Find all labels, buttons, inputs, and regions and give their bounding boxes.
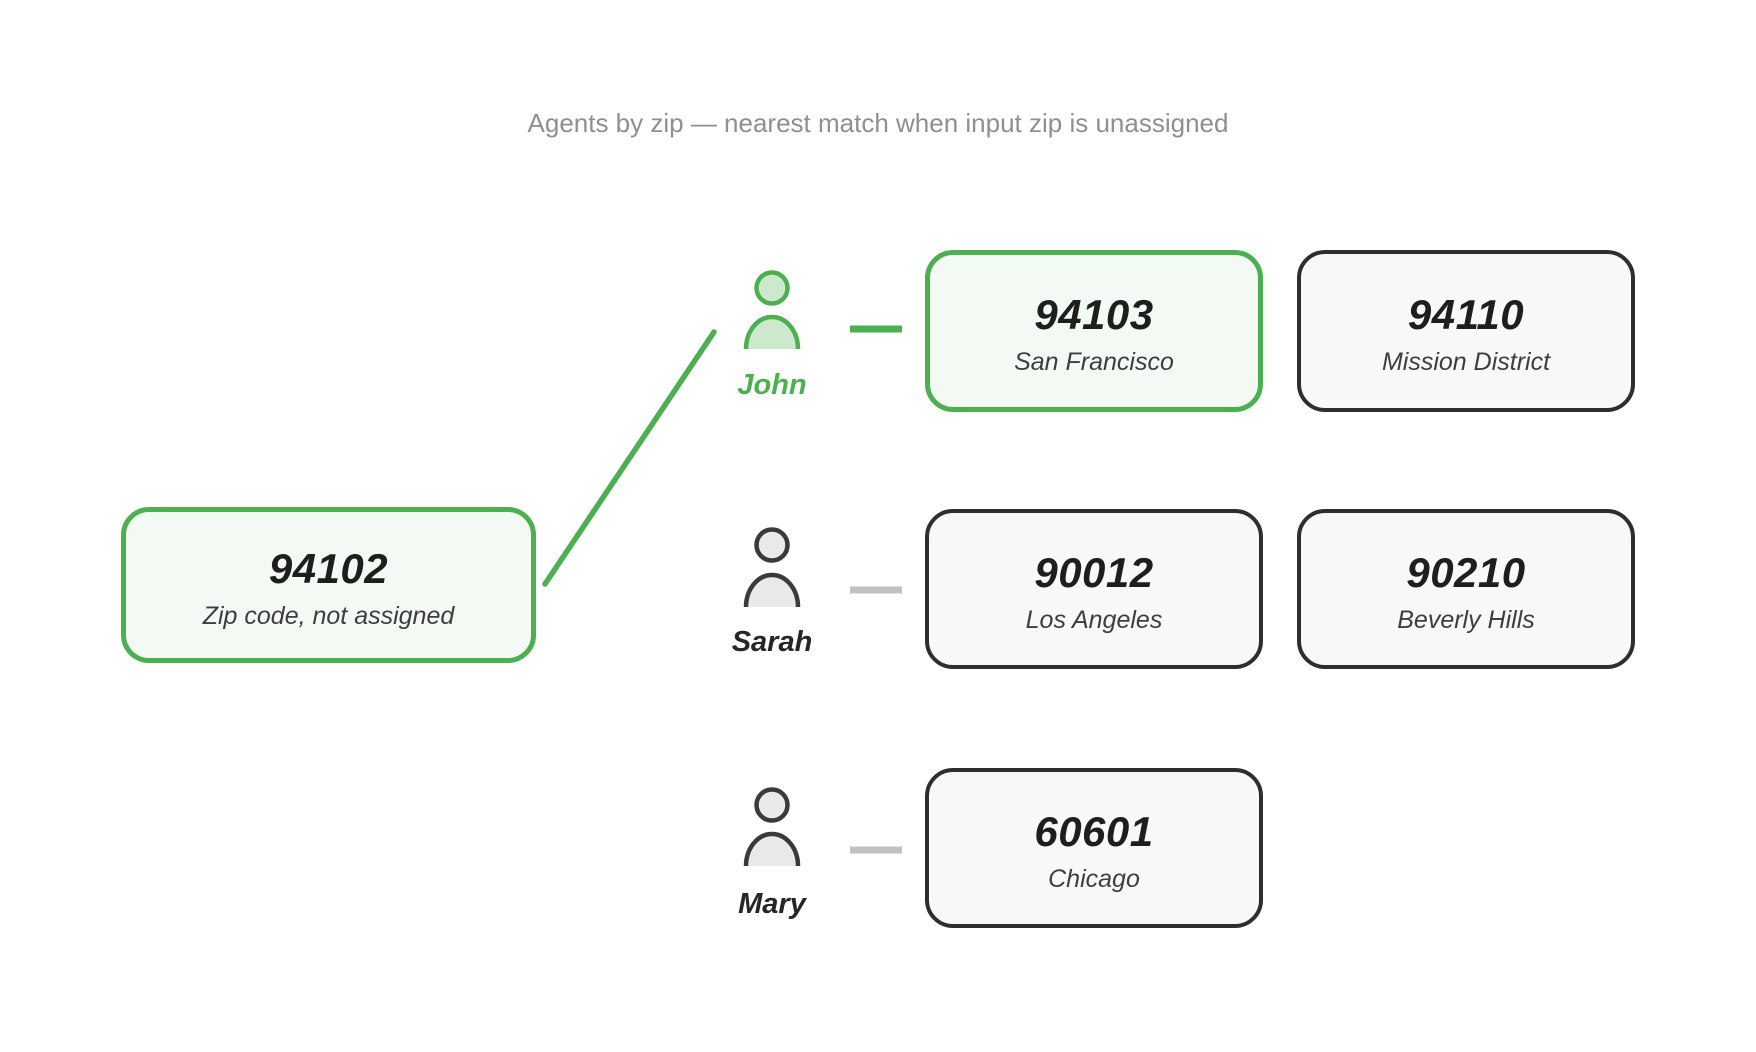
zip-node-94110: 94110 Mission District xyxy=(1297,250,1635,412)
mary-avatar-body xyxy=(743,831,801,867)
zip-node-94103: 94103 San Francisco xyxy=(925,250,1263,412)
zip-city: San Francisco xyxy=(1014,347,1174,376)
agent-name-mary: Mary xyxy=(738,888,806,920)
zip-city: Los Angeles xyxy=(1025,605,1163,634)
zip-city: Beverly Hills xyxy=(1397,605,1535,634)
zip-code: 94110 xyxy=(1407,290,1525,338)
agent-name-sarah: Sarah xyxy=(731,626,813,658)
john-avatar-head xyxy=(754,270,790,306)
zip-code: 60601 xyxy=(1034,807,1154,855)
input-zip-code: 94102 xyxy=(268,544,389,592)
zip-city: Mission District xyxy=(1381,347,1551,376)
john-avatar-icon xyxy=(743,270,801,350)
agent-name-john: John xyxy=(737,369,807,401)
zip-code: 94103 xyxy=(1034,290,1154,338)
zip-node-90012: 90012 Los Angeles xyxy=(925,509,1263,669)
john-avatar-body xyxy=(743,314,801,350)
zip-code: 90012 xyxy=(1034,548,1154,596)
diagram-title: Agents by zip — nearest match when input… xyxy=(527,108,1229,138)
zip-code: 90210 xyxy=(1406,548,1526,596)
input-zip-node: 94102 Zip code, not assigned xyxy=(121,507,536,663)
sarah-avatar-head xyxy=(754,527,790,563)
sarah-avatar-icon xyxy=(743,527,801,608)
zip-city: Chicago xyxy=(1048,864,1140,893)
input-zip-label: Zip code, not assigned xyxy=(202,601,455,630)
nearest-match-connector-line xyxy=(542,329,717,587)
zip-node-90210: 90210 Beverly Hills xyxy=(1297,509,1635,669)
zip-node-60601: 60601 Chicago xyxy=(925,768,1263,928)
sarah-avatar-body xyxy=(743,572,801,608)
mary-avatar-head xyxy=(754,787,790,823)
mary-avatar-icon xyxy=(743,787,801,867)
